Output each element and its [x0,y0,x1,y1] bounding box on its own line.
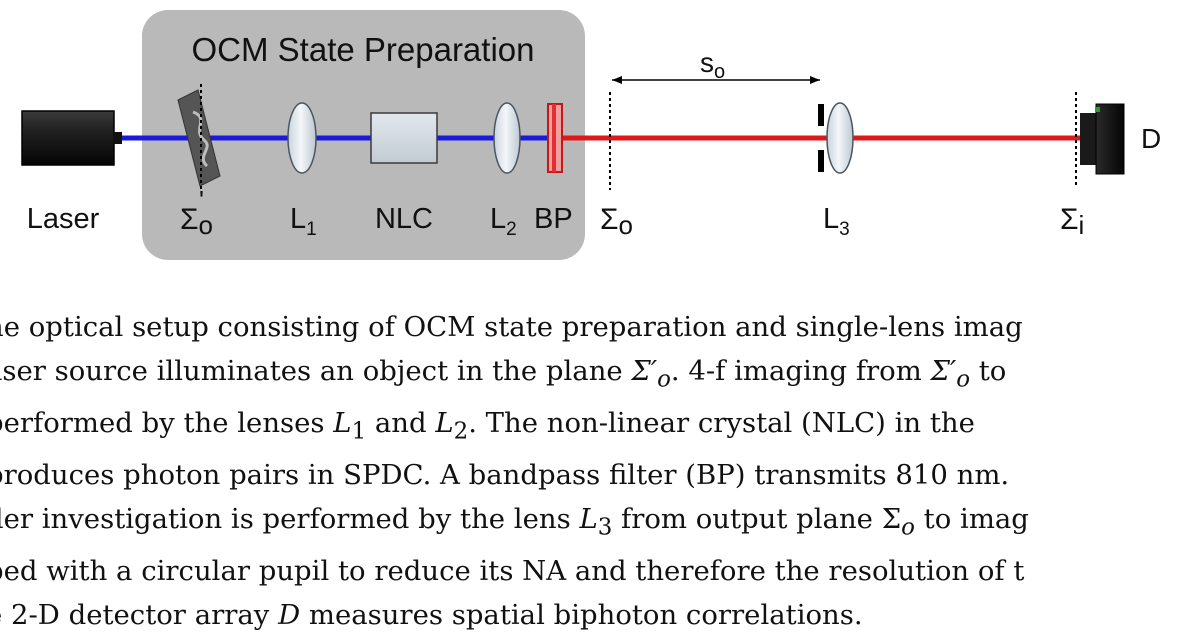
crystal-icon [370,112,438,164]
caption-line-5: der investigation is performed by the le… [0,503,1029,541]
distance-label: so [700,47,725,83]
bandpass-filter-icon [547,103,563,173]
sigma-o-prime-label: Σo [180,203,213,240]
caption-line-1: he optical setup consisting of OCM state… [0,311,1023,343]
nlc-label: NLC [375,203,433,235]
lens-l3-icon [826,102,854,174]
caption-line-6: bed with a circular pupil to reduce its … [0,555,1025,588]
sigma-o-label: Σo [600,203,633,240]
ocm-state-preparation-box [142,10,585,260]
bp-label: BP [534,203,573,235]
aperture-icon [818,104,824,172]
sigma-i-label: Σi [1060,203,1084,240]
ocm-box-title: OCM State Preparation [192,31,535,68]
l2-label: L2 [490,203,517,240]
distance-arrow [612,76,820,84]
lens-l1-icon [287,102,317,174]
l1-label: L1 [290,203,317,240]
sigma-o-prime-mark: ' [199,185,204,215]
detector-icon [1075,92,1125,186]
figure-caption: he optical setup consisting of OCM state… [0,306,1200,638]
laser-label: Laser [27,203,100,235]
caption-line-2: aser source illuminates an object in the… [0,354,1007,393]
caption-line-7: e 2-D detector array D measures spatial … [0,599,863,632]
detector-label: D [1141,123,1161,154]
lens-l2-icon [493,102,521,174]
l3-label: L3 [823,203,850,240]
laser-icon [21,110,122,166]
caption-line-4: produces photon pairs in SPDC. A bandpas… [0,459,1010,492]
object-mask-icon [177,84,221,190]
caption-line-3: performed by the lenses L1 and L2. The n… [0,407,975,445]
